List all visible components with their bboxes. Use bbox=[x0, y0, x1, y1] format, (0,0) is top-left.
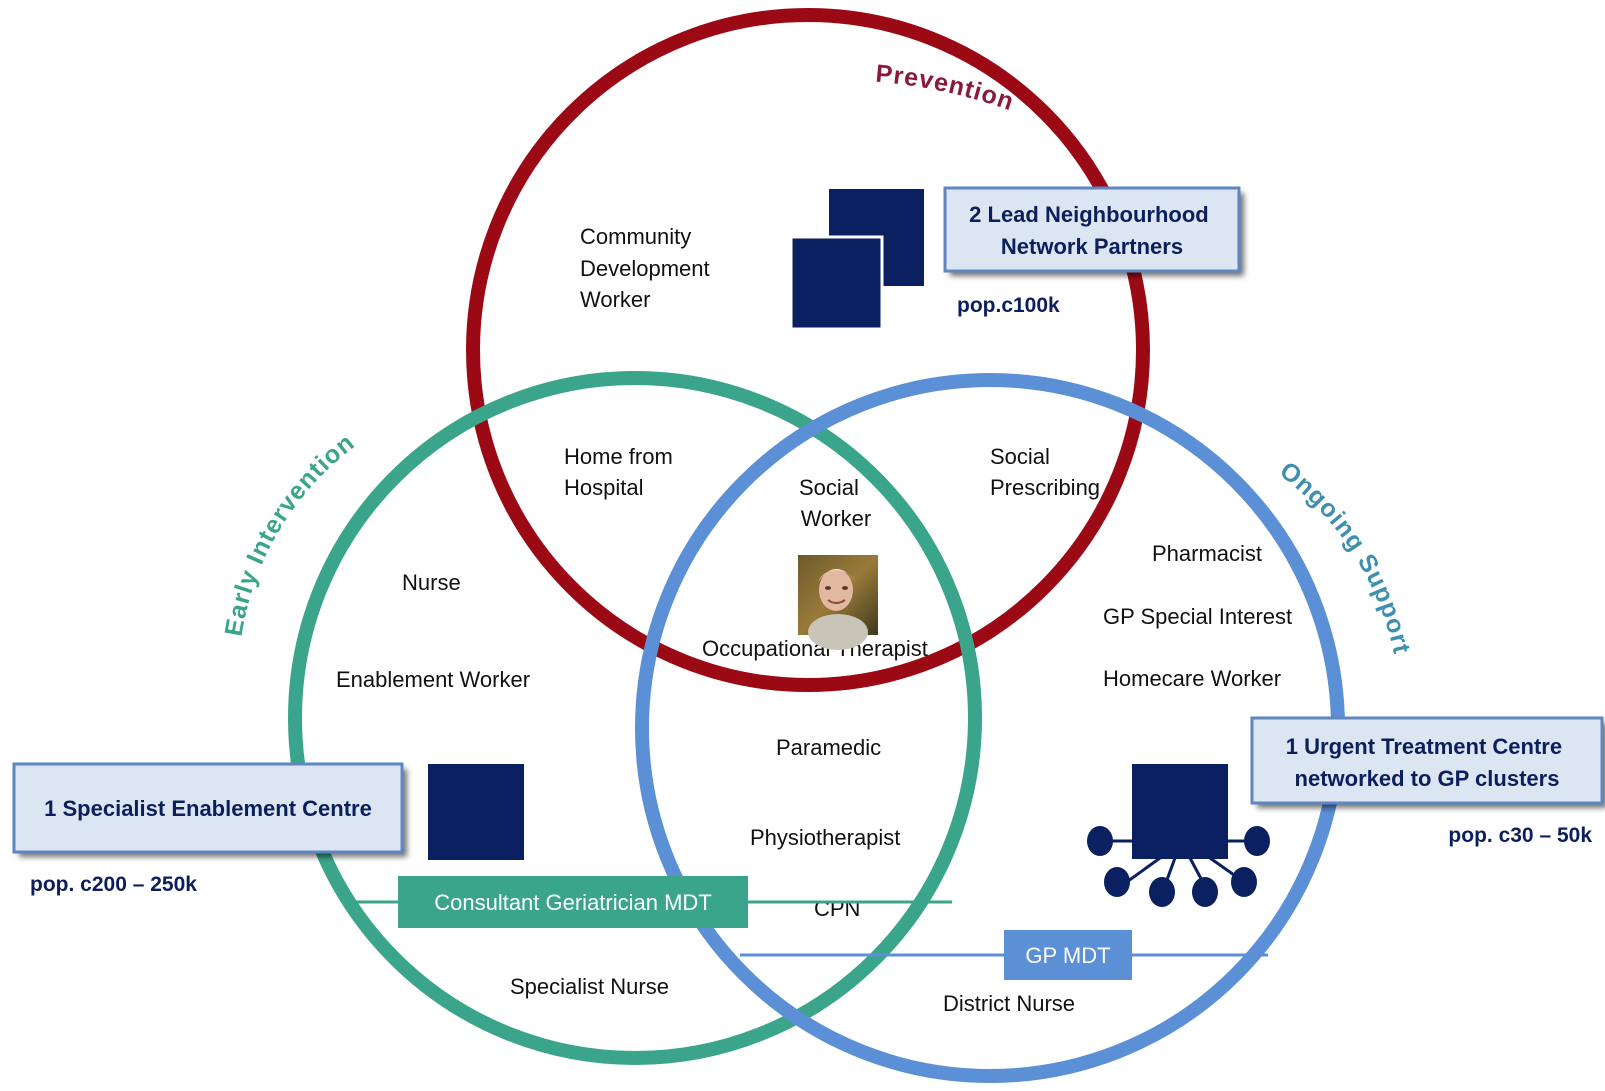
role-enablement-worker: Enablement Worker bbox=[336, 667, 530, 692]
role-gp-special-interest: GP Special Interest bbox=[1103, 604, 1292, 629]
role-nurse: Nurse bbox=[402, 570, 461, 595]
role-cpn: CPN bbox=[814, 896, 860, 921]
consultant-mdt-label: Consultant Geriatrician MDT bbox=[434, 890, 712, 915]
role-social-prescribing: Social Prescribing bbox=[990, 444, 1100, 500]
enablement-centre-box: 1 Specialist Enablement Centre bbox=[12, 762, 404, 854]
gp-mdt-label: GP MDT bbox=[1025, 943, 1110, 968]
gp-mdt-band: GP MDT bbox=[740, 930, 1268, 980]
role-district-nurse: District Nurse bbox=[943, 991, 1075, 1016]
consultant-mdt-band: Consultant Geriatrician MDT bbox=[352, 876, 952, 928]
role-paramedic: Paramedic bbox=[776, 735, 881, 760]
enablement-centre-box-label: 1 Specialist Enablement Centre bbox=[44, 796, 372, 821]
enablement-centre-pop-label: pop. c200 – 250k bbox=[30, 873, 197, 896]
role-social-worker: Social Worker bbox=[799, 475, 871, 531]
neighbourhood-box-label: 2 Lead Neighbourhood Network Partners bbox=[969, 202, 1215, 259]
neighbourhood-pop-label: pop.c100k bbox=[957, 294, 1060, 317]
enablement-centre-square-icon bbox=[428, 764, 524, 860]
urgent-treatment-box: 1 Urgent Treatment Centre networked to G… bbox=[1250, 716, 1604, 805]
prevention-circle bbox=[466, 8, 1150, 692]
gp-cluster-network-icon bbox=[1087, 764, 1270, 907]
role-community-development-worker: Community Development Worker bbox=[580, 224, 716, 312]
neighbourhood-squares-icon bbox=[789, 189, 924, 331]
urgent-treatment-box-label: 1 Urgent Treatment Centre networked to G… bbox=[1286, 734, 1568, 791]
role-physiotherapist: Physiotherapist bbox=[750, 825, 900, 850]
urgent-treatment-pop-label: pop. c30 – 50k bbox=[1448, 824, 1592, 847]
role-home-from-hospital: Home from Hospital bbox=[564, 444, 679, 500]
early-intervention-title: Early Intervention bbox=[220, 428, 360, 638]
role-homecare-worker: Homecare Worker bbox=[1103, 666, 1281, 691]
early-intervention-circle bbox=[288, 371, 982, 1065]
role-pharmacist: Pharmacist bbox=[1152, 541, 1262, 566]
role-specialist-nurse: Specialist Nurse bbox=[510, 974, 669, 999]
neighbourhood-partners-box: 2 Lead Neighbourhood Network Partners bbox=[943, 186, 1241, 273]
older-man-photo bbox=[798, 555, 878, 650]
